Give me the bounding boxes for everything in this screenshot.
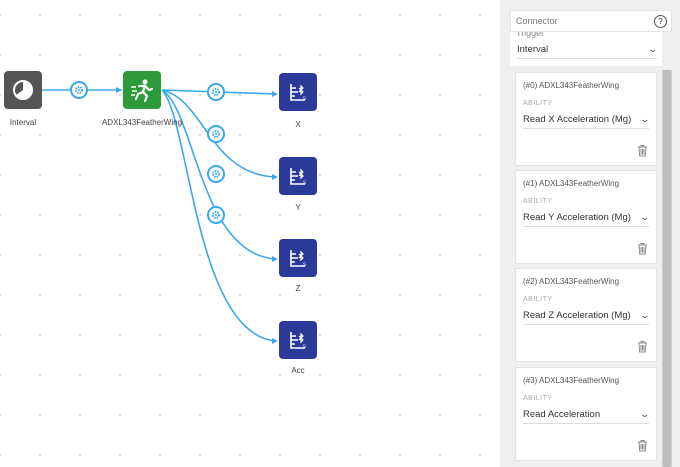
connector-gear-icon[interactable]	[207, 83, 225, 101]
ability-card: (#3) ADXL343FeatherWing ABILITY Read Acc…	[515, 367, 657, 461]
ability-select[interactable]: Read Acceleration ⌄	[523, 409, 651, 424]
edge-adxl-z	[161, 89, 277, 260]
bluetooth-graph-icon: s	[290, 168, 306, 186]
node-y[interactable]: s	[279, 157, 317, 195]
ability-card: (#2) ADXL343FeatherWing ABILITY Read Z A…	[515, 268, 657, 362]
arrow-z	[272, 256, 278, 262]
node-label-acc: Acc	[291, 366, 305, 375]
node-label-x: X	[295, 120, 301, 129]
arrow-adxl	[116, 87, 122, 93]
card-title: (#1) ADXL343FeatherWing	[523, 179, 620, 188]
ability-select-value: Read X Acceleration (Mg)	[523, 114, 632, 125]
node-label-interval: Interval	[9, 118, 37, 127]
trigger-label: Trigger	[516, 28, 545, 38]
arrow-acc	[272, 338, 278, 344]
panel-header: Connector ?	[510, 10, 672, 32]
trigger-section: Trigger Interval ⌄	[510, 28, 662, 66]
trash-icon[interactable]	[637, 439, 648, 452]
card-title: (#0) ADXL343FeatherWing	[523, 81, 620, 90]
node-adxl343featherwing[interactable]	[123, 71, 161, 109]
motion-sensor-icon	[131, 79, 154, 103]
arrow-x	[272, 91, 278, 97]
bluetooth-graph-icon: s	[290, 84, 306, 102]
trash-icon[interactable]	[637, 144, 648, 157]
edge-adxl-acc	[161, 89, 277, 342]
trash-icon[interactable]	[637, 242, 648, 255]
trigger-select-value: Interval	[517, 44, 549, 55]
ability-label: ABILITY	[523, 100, 553, 107]
svg-text:s: s	[303, 96, 306, 102]
panel-scrollbar[interactable]	[662, 70, 672, 467]
ability-select[interactable]: Read Y Acceleration (Mg) ⌄	[523, 212, 651, 227]
ability-label: ABILITY	[523, 395, 553, 402]
connection-lines	[42, 87, 278, 344]
node-label-y: Y	[295, 203, 301, 212]
node-label-adxl343featherwing: ADXL343FeatherWing	[101, 118, 183, 127]
chevron-down-icon: ⌄	[639, 212, 651, 222]
chevron-down-icon: ⌄	[639, 310, 651, 320]
card-title: (#2) ADXL343FeatherWing	[523, 277, 620, 286]
chevron-down-icon: ⌄	[639, 409, 651, 419]
ability-select-value: Read Y Acceleration (Mg)	[523, 212, 631, 223]
ability-select-value: Read Z Acceleration (Mg)	[523, 310, 631, 321]
bluetooth-graph-icon: s	[290, 332, 306, 350]
connector-gear-icon[interactable]	[207, 206, 225, 224]
svg-text:s: s	[303, 180, 306, 186]
workflow-canvas[interactable]	[0, 0, 500, 467]
help-icon[interactable]: ?	[654, 15, 667, 28]
trash-icon[interactable]	[637, 340, 648, 353]
ability-select-value: Read Acceleration	[523, 409, 601, 420]
card-title: (#3) ADXL343FeatherWing	[523, 376, 620, 385]
connector-gear-icon[interactable]	[207, 125, 225, 143]
panel-title: Connector	[516, 16, 558, 26]
node-z[interactable]: s	[279, 239, 317, 277]
connector-gear-icon[interactable]	[70, 81, 88, 99]
interval-clock-icon	[13, 80, 33, 100]
ability-label: ABILITY	[523, 198, 553, 205]
connector-gear-icon[interactable]	[207, 165, 225, 183]
node-acc[interactable]: s	[279, 321, 317, 359]
ability-select[interactable]: Read X Acceleration (Mg) ⌄	[523, 114, 651, 129]
bluetooth-graph-icon: s	[290, 250, 306, 268]
chevron-down-icon: ⌄	[647, 44, 659, 54]
ability-select[interactable]: Read Z Acceleration (Mg) ⌄	[523, 310, 651, 325]
svg-text:s: s	[303, 262, 306, 268]
ability-card: (#1) ADXL343FeatherWing ABILITY Read Y A…	[515, 170, 657, 264]
ability-card: (#0) ADXL343FeatherWing ABILITY Read X A…	[515, 72, 657, 166]
ability-label: ABILITY	[523, 296, 553, 303]
node-interval[interactable]	[4, 71, 42, 109]
chevron-down-icon: ⌄	[639, 114, 651, 124]
trigger-select[interactable]: Interval ⌄	[517, 44, 659, 59]
node-label-z: Z	[295, 284, 301, 293]
svg-text:s: s	[303, 344, 306, 350]
arrow-y	[272, 174, 278, 180]
scrollbar-thumb[interactable]	[663, 70, 671, 467]
node-x[interactable]: s	[279, 73, 317, 111]
